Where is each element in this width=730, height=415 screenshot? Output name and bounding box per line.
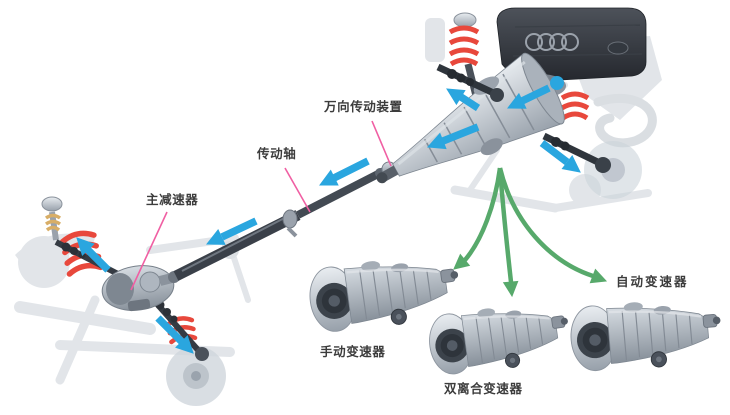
bump-stop-coil (44, 213, 62, 232)
rear-strut-mount (41, 196, 63, 241)
callout-leader-lines (130, 120, 392, 291)
propeller-shaft (173, 161, 397, 281)
rear-axle-assembly (14, 196, 251, 406)
label-automatic-gearbox: 自动变速器 (616, 274, 689, 289)
label-dual-clutch-gearbox: 双离合变速器 (444, 381, 523, 396)
leader-final-drive (130, 211, 168, 291)
label-manual-gearbox: 手动变速器 (320, 344, 386, 359)
leader-universal-joint (371, 120, 392, 167)
label-universal-joint: 万向传动装置 (324, 99, 403, 114)
power-source-dot (550, 76, 564, 90)
label-drive-shaft: 传动轴 (257, 146, 297, 161)
mid-coil-spring (560, 91, 590, 121)
arrow-to-manual (453, 253, 471, 270)
automatic-gearbox (567, 293, 726, 376)
engine-front-assembly (376, 7, 662, 213)
arrow-to-dual-clutch (502, 280, 519, 298)
label-final-drive: 主减速器 (146, 192, 199, 207)
audi-rings-logo (525, 33, 579, 51)
final-drive-housing (101, 265, 180, 312)
dual-clutch-gearbox (424, 296, 575, 380)
center-support-bearing (282, 209, 298, 229)
power-flow-arrows (76, 76, 581, 354)
front-coil-spring (448, 25, 480, 67)
variant-arrows (453, 167, 608, 298)
rear-suspension-faded (14, 233, 251, 385)
leader-drive-shaft (284, 167, 311, 213)
arrow-to-automatic (589, 268, 608, 284)
front-axles (436, 63, 611, 173)
